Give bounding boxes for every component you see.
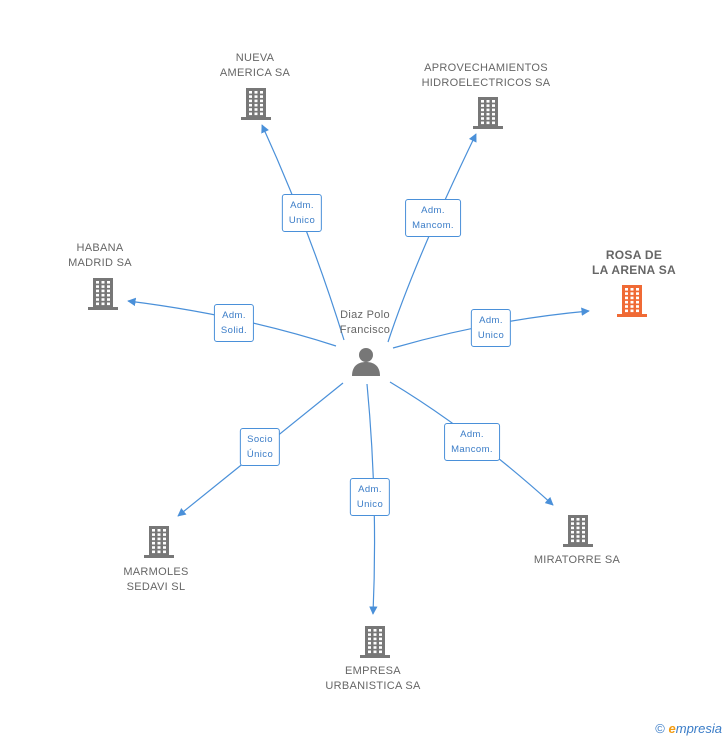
edge-nueva — [261, 124, 345, 341]
company-name-line: URBANISTICA SA — [325, 680, 421, 692]
building-icon[interactable] — [472, 95, 504, 134]
relation-label-miratorre[interactable]: Adm. Mancom. — [444, 423, 500, 461]
person-name-line: Diaz Polo — [340, 309, 390, 321]
company-label-marmoles[interactable]: MARMOLES SEDAVI SL — [123, 565, 188, 595]
building-icon[interactable] — [616, 283, 648, 322]
person-name-line: Francisco — [339, 324, 391, 336]
brand-logo-initial: e — [668, 721, 676, 736]
relation-label-line: Único — [246, 449, 274, 460]
company-name-line: ROSA DE — [605, 248, 663, 262]
building-icon[interactable] — [562, 513, 594, 552]
relation-label-habana[interactable]: Adm. Solid. — [213, 304, 255, 342]
company-name-line: APROVECHAMIENTOS — [424, 62, 548, 74]
relation-label-nueva[interactable]: Adm. Unico — [281, 194, 323, 232]
relation-label-line: Mancom. — [412, 220, 454, 231]
company-name-line: SEDAVI SL — [126, 581, 186, 593]
relation-label-empresa[interactable]: Adm. Unico — [349, 478, 391, 516]
relation-label-line: Adm. — [290, 200, 314, 211]
copyright-symbol: © — [655, 721, 665, 736]
company-name-line: AMERICA SA — [219, 67, 291, 79]
relation-label-line: Mancom. — [451, 444, 493, 455]
company-label-nueva[interactable]: NUEVA AMERICA SA — [220, 51, 290, 81]
relation-label-rosa[interactable]: Adm. Unico — [470, 309, 512, 347]
building-icon[interactable] — [143, 524, 175, 563]
brand-logo-text: mpresia — [675, 721, 722, 736]
company-label-empresa[interactable]: EMPRESA URBANISTICA SA — [325, 664, 420, 694]
person-icon[interactable] — [351, 346, 381, 381]
relation-label-line: Adm. — [460, 429, 484, 440]
relation-label-line: Adm. — [222, 310, 246, 321]
building-icon[interactable] — [240, 86, 272, 125]
building-icon[interactable] — [359, 624, 391, 663]
brand-footer: © empresia — [655, 721, 722, 736]
relation-label-line: Unico — [477, 330, 505, 341]
company-name-line: HIDROELECTRICOS SA — [421, 77, 551, 89]
company-name-line: MADRID SA — [68, 257, 132, 269]
company-name-line: NUEVA — [235, 52, 275, 64]
relation-label-line: Adm. — [421, 205, 445, 216]
company-name-line: HABANA — [76, 242, 124, 254]
company-label-aprov[interactable]: APROVECHAMIENTOS HIDROELECTRICOS SA — [422, 61, 551, 91]
relation-label-line: Socio — [247, 434, 273, 445]
company-label-habana[interactable]: HABANA MADRID SA — [68, 241, 132, 271]
edge-aprov — [387, 133, 477, 343]
relation-label-line: Adm. — [358, 484, 382, 495]
relation-label-line: Adm. — [479, 315, 503, 326]
building-icon[interactable] — [87, 276, 119, 315]
relation-label-line: Unico — [356, 499, 384, 510]
company-name-line: MARMOLES — [123, 566, 189, 578]
company-name-line: MIRATORRE SA — [533, 554, 621, 566]
relation-label-line: Unico — [288, 215, 316, 226]
company-label-miratorre[interactable]: MIRATORRE SA — [534, 553, 620, 568]
company-name-line: EMPRESA — [345, 665, 401, 677]
relation-label-aprov[interactable]: Adm. Mancom. — [405, 199, 461, 237]
relation-label-line: Solid. — [220, 325, 248, 336]
company-name-line: LA ARENA SA — [592, 263, 676, 277]
